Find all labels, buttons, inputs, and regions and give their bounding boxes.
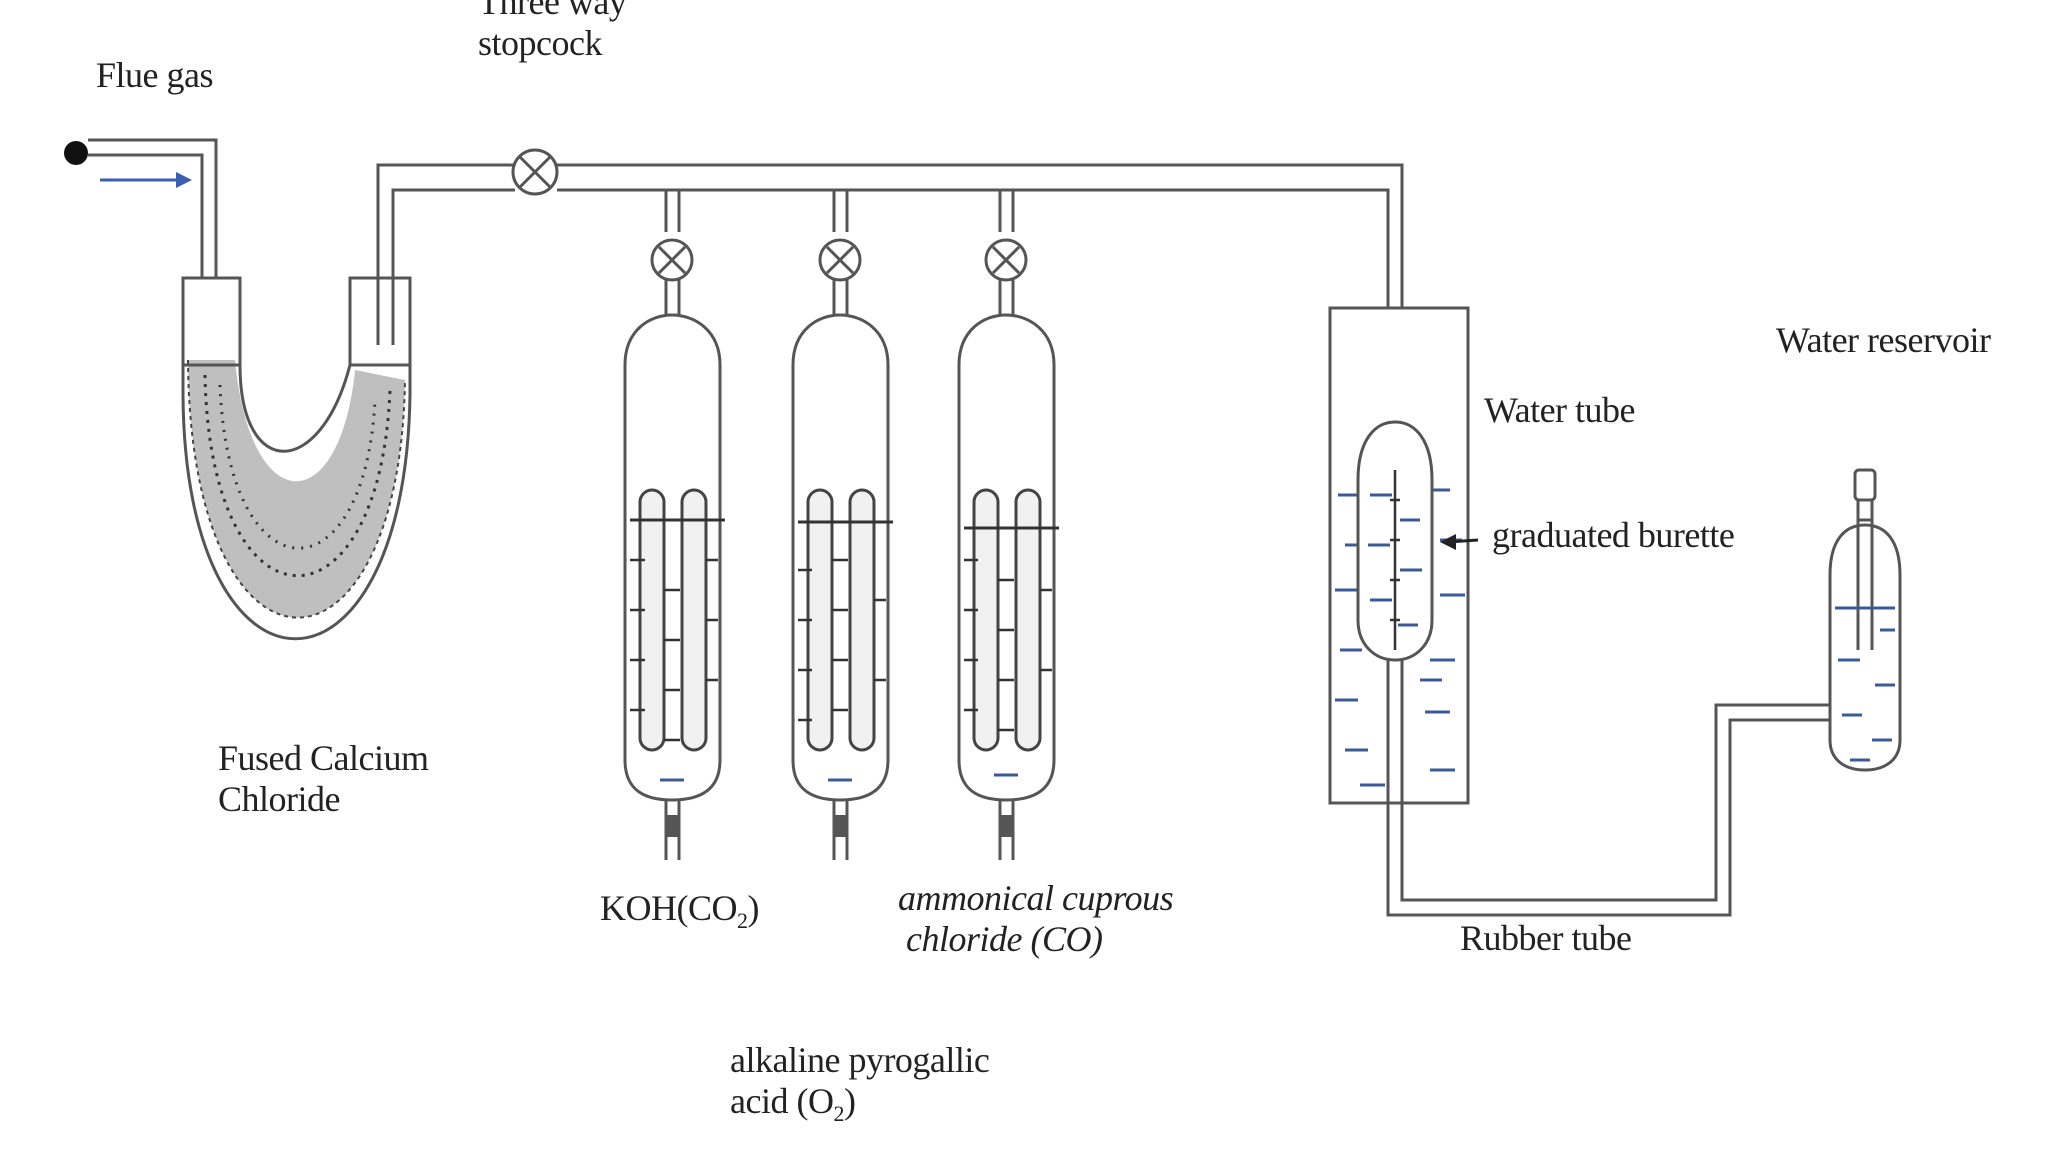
absorption-bulb-pyrogallic (791, 190, 893, 860)
graduated-burette (1356, 420, 1434, 662)
inlet-pipe (88, 138, 218, 325)
absorption-bulb-cuprous (957, 190, 1059, 860)
stopcock-label-line2: stopcock (478, 23, 602, 64)
cuprous-label-line2: chloride (CO) (906, 919, 1103, 960)
pyro-label-sub: 2 (833, 1101, 844, 1127)
fused-calcium-chloride-label: Fused Calcium Chloride (218, 738, 429, 821)
burette-pointer-head (1440, 534, 1456, 550)
flow-arrowhead (176, 172, 192, 188)
inlet-plug (64, 141, 88, 165)
u-tube (181, 276, 412, 641)
rubber-tube (1386, 660, 1830, 917)
fused-label-line2: Chloride (218, 779, 340, 820)
cuprous-label-line1: ammonical cuprous (898, 878, 1174, 918)
stopcock-label-line1: Three way (478, 0, 627, 22)
pyro-label-line1: alkaline pyrogallic (730, 1040, 990, 1080)
stopcock-label: Three way stopcock (478, 0, 627, 65)
pyrogallic-label: alkaline pyrogallic acid (O2) (730, 1040, 990, 1127)
fused-label-line1: Fused Calcium (218, 738, 429, 778)
three-way-stopcock (511, 148, 559, 196)
cuprous-chloride-label: ammonical cuprous chloride (CO) (898, 878, 1174, 961)
pyro-label-text: acid (O (730, 1081, 834, 1122)
flue-gas-label: Flue gas (96, 55, 214, 95)
koh-label-text: KOH(CO (600, 888, 738, 928)
water-reservoir-label: Water reservoir (1776, 320, 1991, 360)
water-tube-label: Water tube (1484, 390, 1636, 430)
u-tube-outlet-pipe (376, 163, 515, 345)
pyro-label-line2: acid (O2) (730, 1081, 989, 1126)
pyro-label-close: ) (843, 1081, 856, 1122)
koh-label-sub: 2 (737, 908, 748, 934)
rubber-tube-label: Rubber tube (1460, 918, 1632, 958)
koh-label-close: ) (747, 888, 760, 928)
water-reservoir (1828, 468, 1902, 772)
absorption-bulb-koh (623, 190, 725, 860)
koh-label: KOH(CO2) (600, 888, 759, 933)
graduated-burette-label: graduated burette (1492, 515, 1735, 555)
